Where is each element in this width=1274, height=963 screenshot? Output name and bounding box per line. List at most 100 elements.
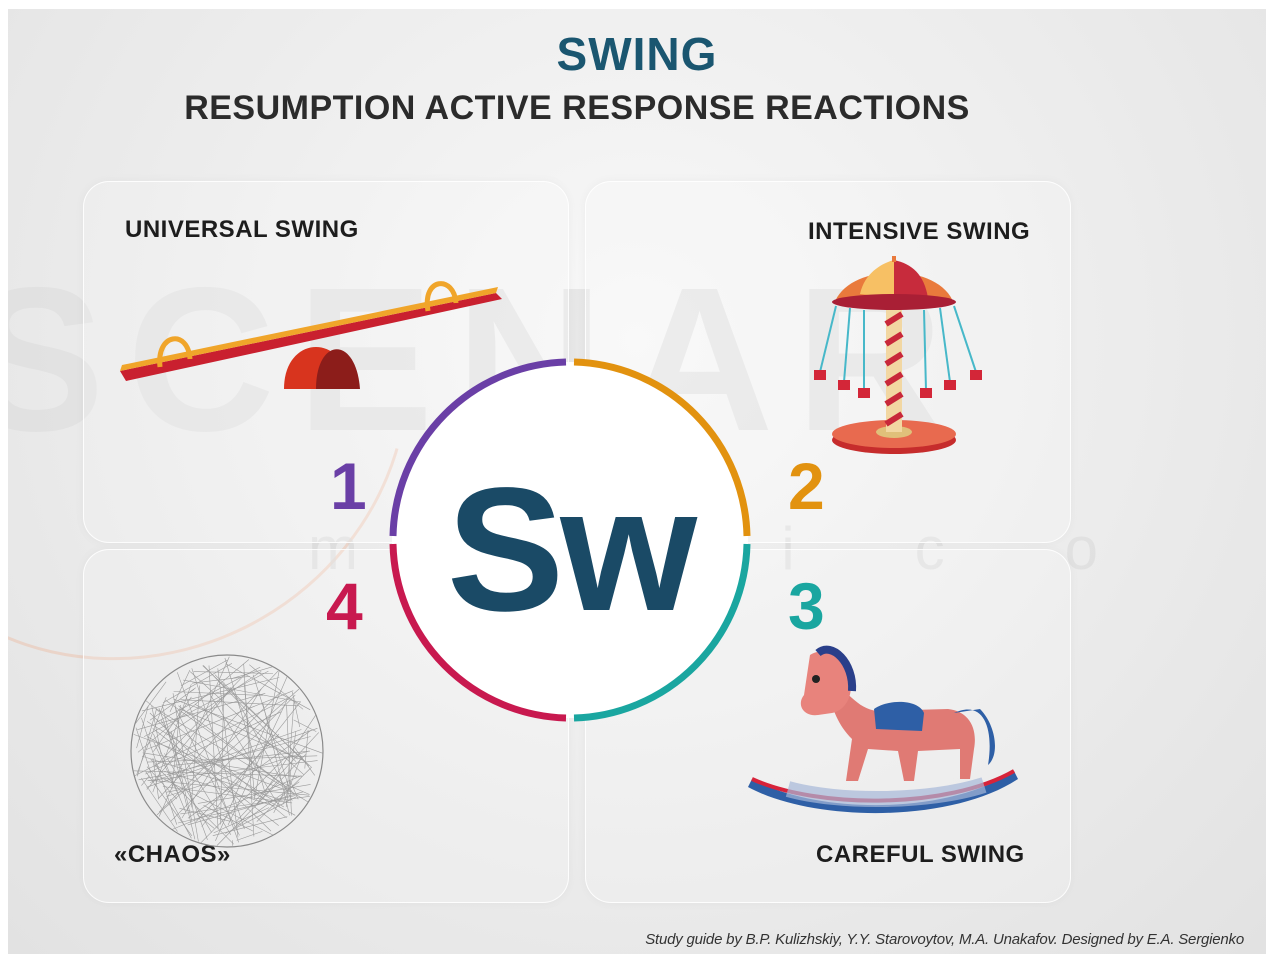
chaos-line — [170, 730, 193, 822]
chaos-line — [148, 779, 310, 796]
chaos-line — [134, 681, 167, 725]
chaos-line — [162, 786, 293, 804]
credit-text: Study guide by B.P. Kulizhskiy, Y.Y. Sta… — [645, 931, 1244, 948]
chaos-line — [201, 701, 301, 827]
chaos-line — [158, 670, 279, 799]
chaos-line — [190, 685, 200, 808]
chaos-line — [137, 659, 250, 753]
chaos-line — [225, 663, 311, 711]
chaos-line — [293, 719, 317, 732]
chaos-line — [210, 695, 281, 808]
chaos-line — [147, 760, 318, 781]
chaos-line — [212, 816, 288, 836]
chaos-line — [282, 782, 310, 795]
label-intensive-swing: INTENSIVE SWING — [808, 218, 1031, 245]
chaos-line — [208, 665, 219, 830]
chaos-line — [262, 702, 290, 816]
chaos-line — [200, 756, 287, 844]
page-subtitle: RESUMPTION ACTIVE RESPONSE REACTIONS — [184, 89, 970, 127]
chaos-line — [143, 670, 269, 737]
chaos-line — [173, 691, 263, 696]
seesaw-icon — [120, 281, 502, 389]
chaos-line — [153, 741, 180, 797]
chaos-line — [191, 668, 245, 830]
label-universal-swing: UNIVERSAL SWING — [125, 216, 359, 243]
chaos-line — [141, 677, 280, 712]
rocking-horse-icon — [748, 645, 1018, 814]
chaos-line — [171, 704, 181, 790]
chaos-line — [220, 682, 225, 825]
chaos-line — [134, 697, 288, 776]
chaos-line — [151, 705, 162, 755]
chaos-line — [180, 659, 228, 686]
chaos-line — [292, 691, 300, 728]
chaos-line — [141, 717, 178, 825]
chaos-line — [158, 691, 282, 813]
chaos-line — [154, 764, 234, 845]
chaos-line — [191, 676, 250, 684]
chaos-line — [194, 704, 298, 760]
chaos-line — [229, 686, 293, 801]
chaos-line — [187, 791, 304, 826]
chaos-line — [172, 775, 302, 830]
chaos-line — [138, 774, 166, 781]
page-title: SWING — [556, 28, 718, 80]
chaos-line — [179, 708, 304, 761]
chaos-line — [169, 669, 191, 713]
number-3: 3 — [788, 569, 825, 643]
chaos-line — [294, 747, 316, 776]
chaos-line — [133, 734, 294, 794]
chaos-line — [172, 693, 199, 842]
chaos-line — [256, 779, 279, 805]
number-2: 2 — [788, 449, 825, 523]
center-symbol: Sw — [447, 452, 698, 648]
chaos-line — [166, 789, 181, 793]
chaos-line — [166, 750, 309, 797]
chaos-line — [187, 730, 312, 819]
chaos-line — [203, 665, 297, 762]
ring-segment-4 — [389, 543, 567, 722]
chaos-line — [195, 733, 280, 822]
chaos-line — [183, 679, 301, 703]
chaos-line — [290, 780, 299, 800]
chaos-line — [243, 663, 255, 837]
chaos-line — [145, 700, 287, 819]
chaos-line — [179, 808, 231, 822]
number-1: 1 — [330, 449, 367, 523]
chaos-line — [225, 796, 297, 834]
chaos-line — [153, 696, 192, 752]
chaos-line — [136, 697, 167, 775]
chaos-line — [153, 733, 186, 813]
number-4: 4 — [326, 569, 363, 643]
chaos-line — [227, 700, 287, 826]
chaos-line — [149, 712, 272, 832]
slide: SCENAR mexico SWING RESUMPTION ACTIVE RE… — [8, 9, 1266, 954]
chaos-line — [177, 795, 296, 824]
chaos-line — [193, 671, 274, 674]
chaos-line — [236, 732, 320, 822]
chaos-line — [164, 770, 276, 807]
chaos-line — [213, 807, 270, 834]
chaos-line — [236, 831, 263, 841]
chaos-line — [224, 657, 266, 795]
chaos-line — [203, 805, 254, 832]
chaos-line — [156, 688, 300, 816]
chaos-line — [217, 668, 239, 838]
chaos-line — [202, 665, 312, 767]
chaos-line — [147, 736, 296, 816]
chaos-line — [145, 711, 282, 775]
chaos-line — [154, 677, 242, 768]
chaos-line — [150, 759, 160, 768]
chaos-line — [158, 656, 230, 817]
label-careful-swing: CAREFUL SWING — [816, 841, 1025, 868]
ring-segment-2 — [573, 358, 751, 537]
chaos-line — [169, 798, 192, 839]
ring-segment-1 — [389, 358, 567, 537]
chaos-line — [180, 796, 310, 815]
chaos-line — [141, 775, 150, 786]
chaos-line — [146, 766, 178, 800]
chaos-line — [252, 674, 290, 789]
chaos-line — [156, 666, 261, 723]
chaos-line — [149, 729, 302, 783]
chaos-line — [173, 698, 323, 754]
